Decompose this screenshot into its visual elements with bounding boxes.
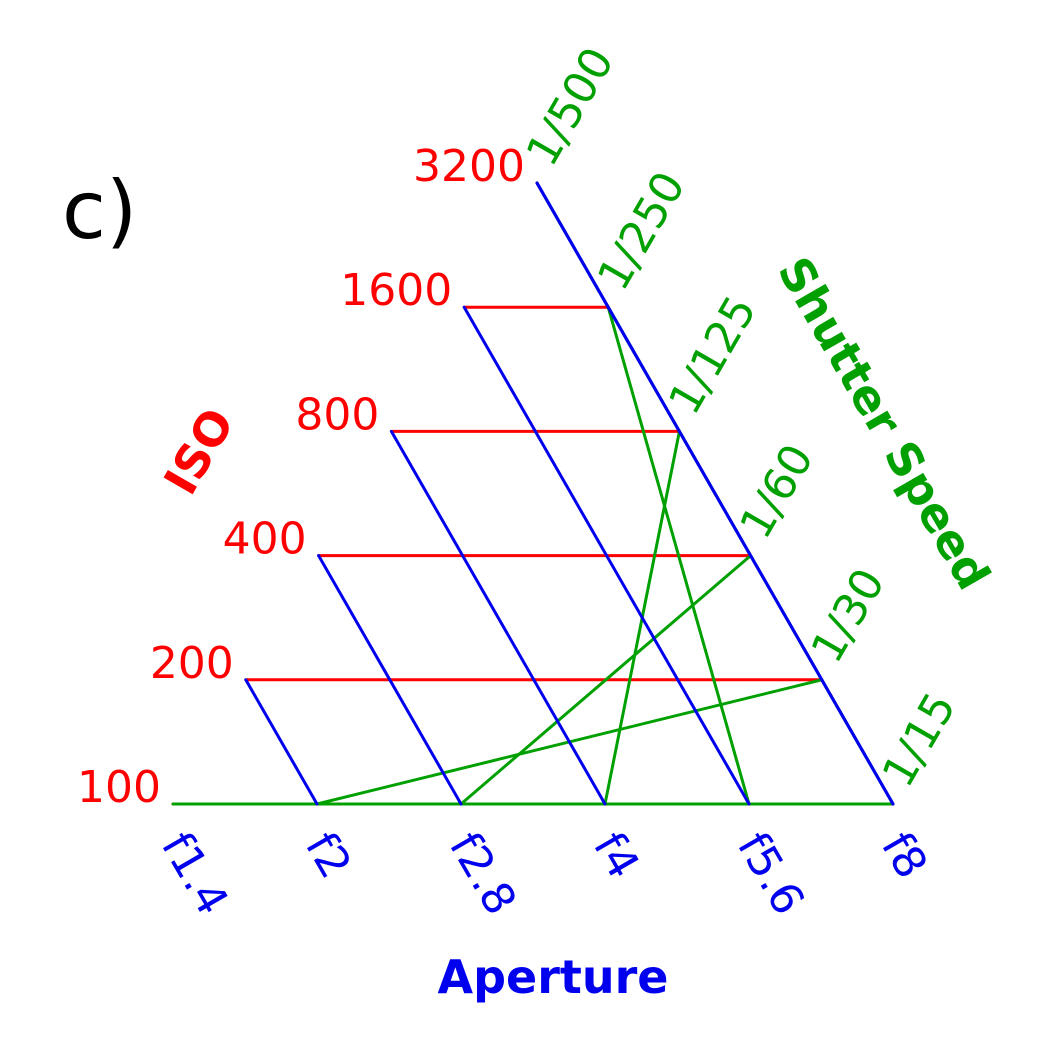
- shutter-tick-label: 1/500: [517, 39, 625, 174]
- iso-tick-label: 400: [223, 514, 307, 565]
- iso-axis-title: ISO: [153, 399, 244, 503]
- aperture-tick-label: f4: [583, 824, 649, 887]
- iso-tick-label: 100: [77, 762, 161, 813]
- shutter-tick-label: 1/60: [730, 436, 824, 547]
- shutter-tick-label: 1/250: [588, 163, 696, 298]
- shutter-line: [459, 554, 753, 806]
- iso-tick-labels: 100 200 400 800 1600 3200: [77, 141, 525, 813]
- aperture-tick-label: f2.8: [439, 824, 526, 924]
- iso-tick-label: 1600: [340, 265, 452, 316]
- aperture-line: [535, 181, 895, 806]
- shutter-line: [606, 305, 751, 806]
- triangle-grid: [171, 181, 895, 806]
- aperture-line: [317, 554, 463, 806]
- aperture-tick-label: f2: [295, 824, 361, 887]
- aperture-line: [462, 305, 751, 806]
- aperture-line: [244, 678, 319, 806]
- aperture-tick-label: f8: [871, 824, 937, 887]
- iso-tick-label: 3200: [413, 141, 525, 192]
- iso-tick-label: 800: [295, 389, 379, 440]
- aperture-tick-label: f5.6: [727, 824, 814, 924]
- shutter-tick-label: 1/15: [873, 684, 967, 795]
- aperture-axis-title: Aperture: [437, 950, 668, 1004]
- aperture-tick-label: f1.4: [151, 824, 238, 924]
- shutter-tick-label: 1/30: [802, 560, 896, 671]
- aperture-tick-labels: f1.4 f2 f2.8 f4 f5.6 f8: [151, 824, 937, 924]
- panel-label: c): [62, 164, 137, 257]
- aperture-line: [389, 429, 607, 806]
- iso-tick-label: 200: [150, 638, 234, 689]
- shutter-tick-label: 1/125: [659, 288, 767, 423]
- shutter-axis-title: Shutter Speed: [767, 248, 1001, 599]
